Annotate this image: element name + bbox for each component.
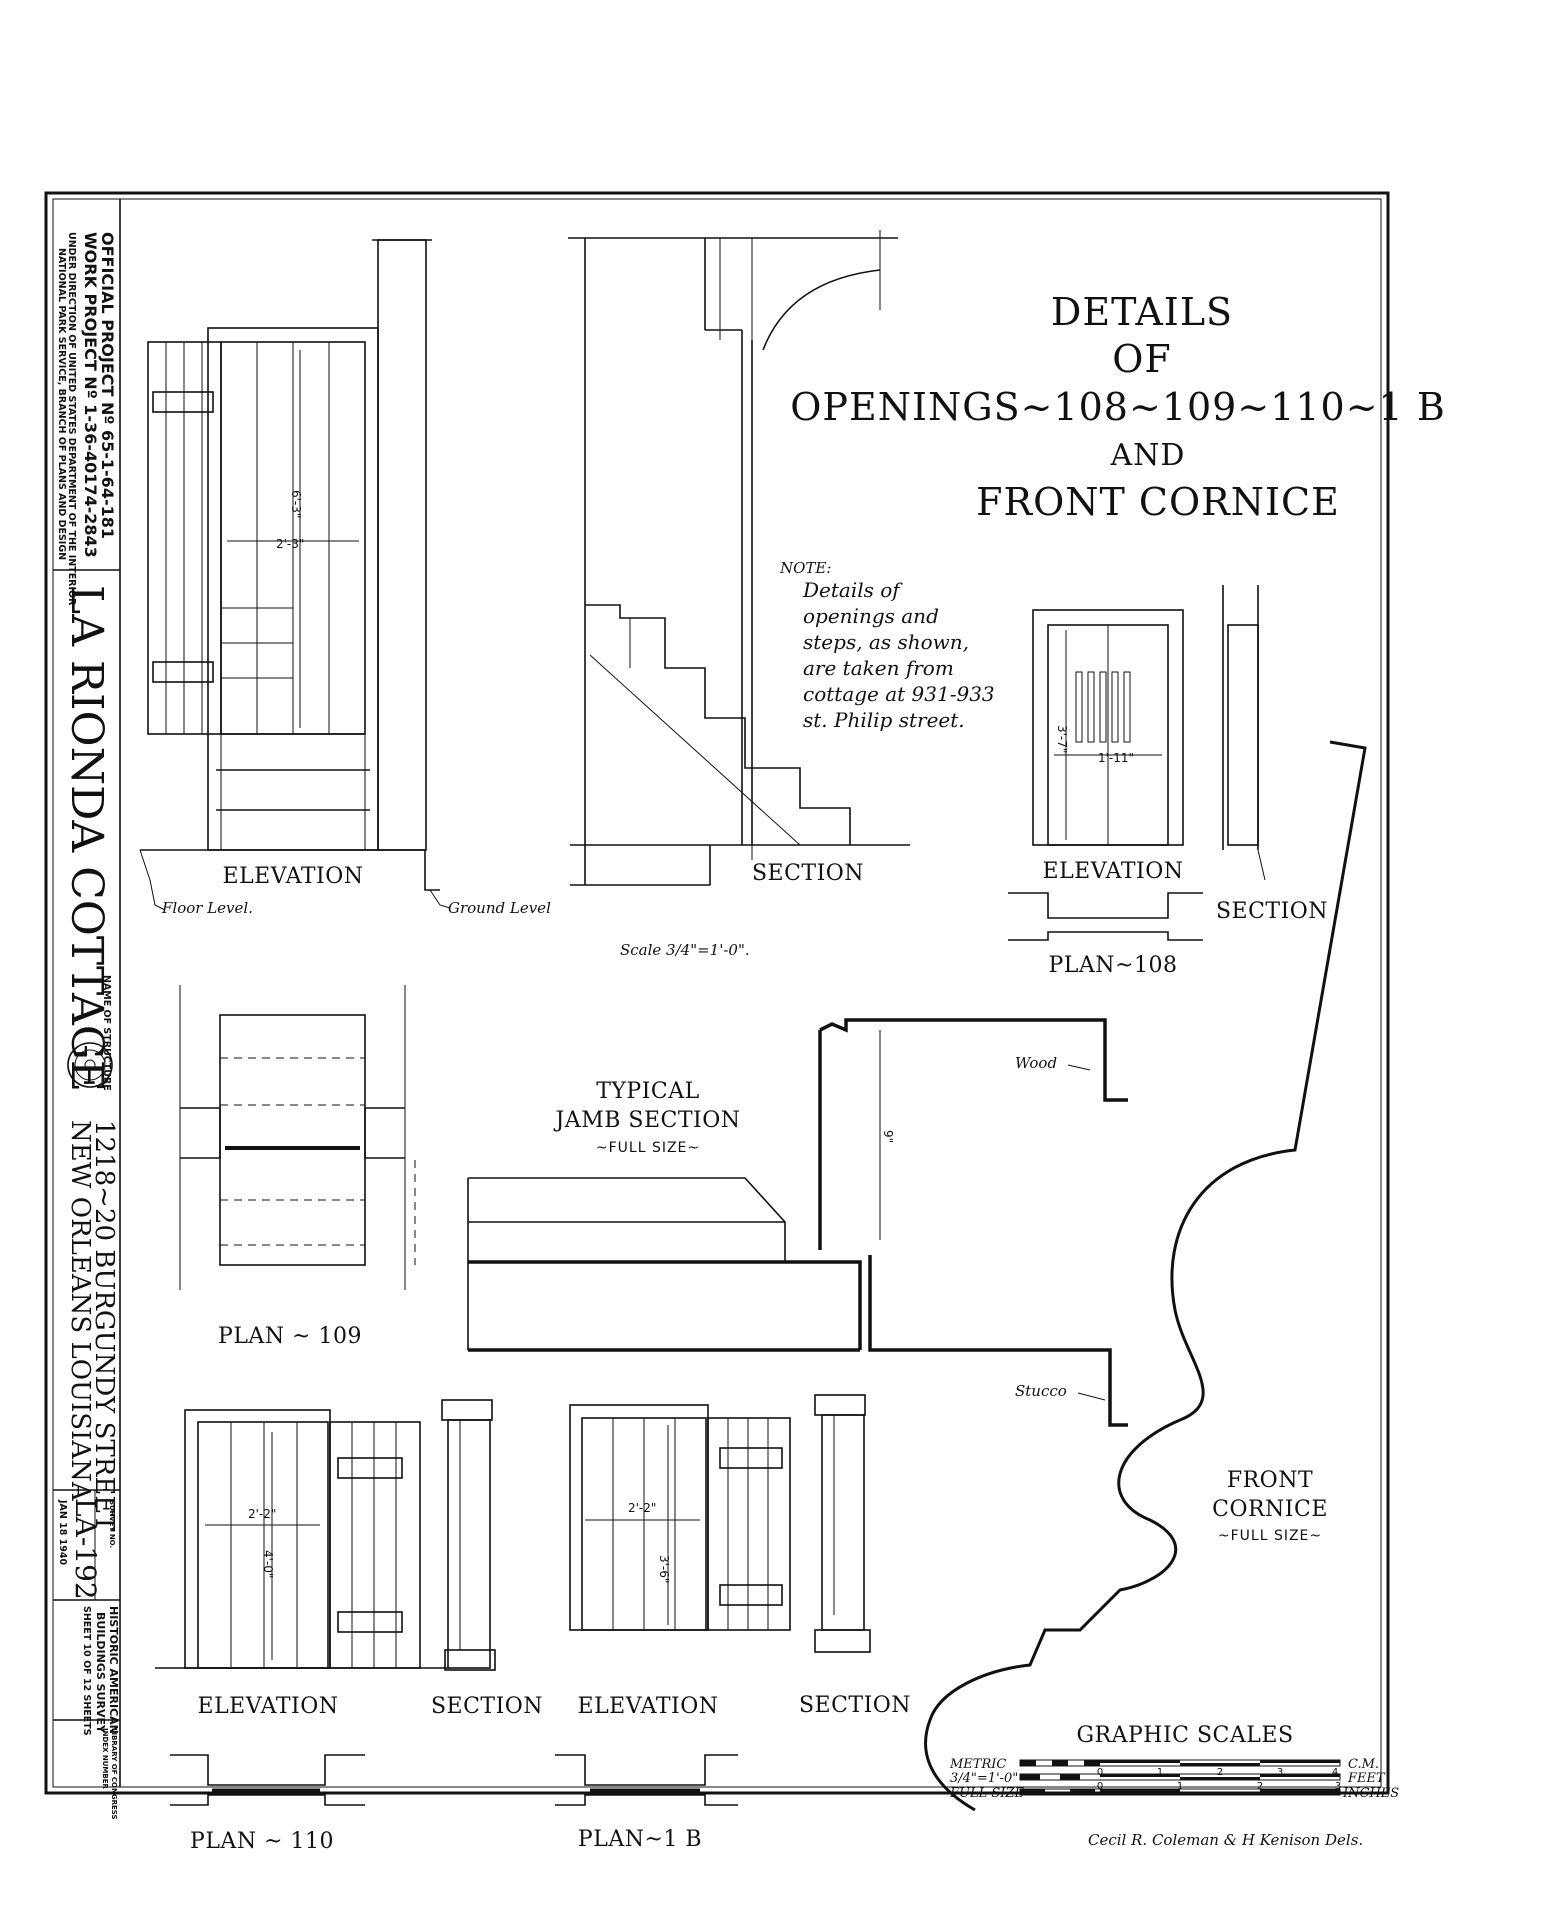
label-graphic-scales: GRAPHIC SCALES	[1076, 1723, 1293, 1748]
jamb-section-drawing: 9"	[467, 1018, 1128, 1427]
elevation-1b: 2'-2" 3'-6"	[569, 1404, 791, 1631]
sheet-number: SHEET 10 OF 12 SHEETS	[81, 1606, 92, 1736]
scale-feet-tick-2: 2	[1257, 1781, 1263, 1792]
scale-full-unit: INCHES	[1342, 1786, 1399, 1801]
plan-1b-drawing	[555, 1754, 738, 1806]
habs-line-2: BUILDINGS SURVEY	[94, 1612, 107, 1734]
scale-metric-unit: C.M.	[1348, 1757, 1379, 1772]
label-section-1b: SECTION	[799, 1693, 911, 1718]
label-front-cornice-size: ~FULL SIZE~	[1218, 1528, 1322, 1544]
survey-no-label: SURVEY NO.	[108, 1500, 116, 1548]
scale-feet-label: 3/4"=1'-0"	[950, 1771, 1018, 1786]
label-plan-108: PLAN~108	[1049, 953, 1178, 978]
scale-full-label: FULL SIZE	[949, 1786, 1024, 1801]
scale-metric-tick-1: 1	[1157, 1767, 1163, 1778]
note-line-2: openings and	[803, 604, 939, 628]
sheet-title: DETAILS OF OPENINGS~108~109~110~1 B AND …	[790, 290, 1446, 524]
name-of-structure-label: NAME OF STRUCTURE	[101, 975, 112, 1091]
dim-110-width: 2'-2"	[248, 1507, 276, 1521]
sheet-border	[44, 191, 1390, 1795]
label-plan-109: PLAN ~ 109	[218, 1324, 362, 1349]
label-plan-1b: PLAN~1 B	[578, 1827, 702, 1852]
label-section-110: SECTION	[431, 1694, 543, 1719]
structure-name: LA RIONDA COTTAGE	[61, 585, 112, 1092]
scale-feet-tick-1: 1	[1177, 1781, 1183, 1792]
loc-line-1: LIBRARY OF CONGRESS	[110, 1728, 118, 1820]
scale-metric-tick-2: 2	[1217, 1767, 1223, 1778]
label-stucco: Stucco	[1015, 1382, 1067, 1400]
label-elevation-110: ELEVATION	[198, 1694, 339, 1719]
label-front-cornice-2: CORNICE	[1212, 1497, 1328, 1522]
label-typical-jamb-2: JAMB SECTION	[553, 1108, 740, 1133]
title-line-1: DETAILS	[1051, 290, 1233, 334]
title-block: OFFICIAL PROJECT Nº 65-1-64-181 WORK PRO…	[53, 199, 121, 1820]
scale-metric-label: METRIC	[949, 1757, 1006, 1772]
loc-line-2: INDEX NUMBER	[101, 1728, 109, 1790]
note-line-6: st. Philip street.	[803, 708, 965, 732]
habs-line-1: HISTORIC AMERICAN	[107, 1606, 120, 1734]
note-heading: NOTE:	[779, 559, 831, 577]
title-line-4: AND	[1110, 438, 1186, 473]
label-typical-jamb-size: ~FULL SIZE~	[596, 1140, 700, 1156]
elevation-110: 2'-2" 4'-0"	[155, 1409, 450, 1669]
habs-seal-icon	[67, 1042, 113, 1088]
label-floor-level: Floor Level.	[161, 899, 253, 917]
scale-feet-tick-0: 0	[1097, 1781, 1103, 1792]
delineators: Cecil R. Coleman & H Kenison Dels.	[1088, 1831, 1363, 1849]
address-line-1: 1218~20 BURGUNDY STREET	[89, 1120, 119, 1532]
scale-metric-tick-3: 3	[1277, 1767, 1283, 1778]
survey-number: LA-192	[69, 1498, 102, 1600]
plan-108-drawing	[1008, 892, 1203, 941]
dim-110-height: 4'-0"	[261, 1550, 275, 1578]
dim-1b-width: 2'-2"	[628, 1501, 656, 1515]
section-110	[441, 1399, 496, 1671]
dim-1b-height: 3'-6"	[657, 1555, 671, 1583]
section-1b	[814, 1394, 871, 1653]
title-line-5: FRONT CORNICE	[976, 480, 1340, 524]
note-line-3: steps, as shown,	[803, 630, 969, 654]
label-section-108: SECTION	[1216, 899, 1328, 924]
note-line-5: cottage at 931-933	[803, 682, 995, 706]
under-direction-text: UNDER DIRECTION OF UNITED STATES DEPARTM…	[66, 232, 77, 606]
label-elevation-top-left: ELEVATION	[223, 864, 364, 889]
national-park-text: NATIONAL PARK SERVICE, BRANCH OF PLANS A…	[56, 248, 67, 560]
plan-110-drawing	[170, 1754, 365, 1806]
label-elevation-108: ELEVATION	[1043, 859, 1184, 884]
dim-108-width: 1'-11"	[1098, 751, 1134, 765]
label-scale-note: Scale 3/4"=1'-0".	[620, 941, 750, 959]
graphic-scales-bars: METRIC 3/4"=1'-0" FULL SIZE 0 1 2 3 4 0 …	[949, 1757, 1399, 1801]
label-ground-level: Ground Level	[448, 899, 551, 917]
elevation-108: 3'-7" 1'-11"	[1032, 609, 1184, 846]
dim-door-width: 2'-3"	[276, 537, 304, 551]
label-front-cornice-1: FRONT	[1227, 1468, 1313, 1493]
label-section-top-mid: SECTION	[752, 861, 864, 886]
work-project-text: WORK PROJECT Nº 1-36-40174-2843	[81, 232, 100, 558]
elevation-door-top-left: 6'-3" 2'-3"	[139, 239, 451, 911]
front-cornice-profile	[924, 740, 1367, 1812]
dim-door-height: 6'-3"	[289, 490, 303, 518]
note-line-4: are taken from	[803, 656, 954, 680]
scale-feet-unit: FEET	[1347, 1771, 1386, 1786]
label-wood: Wood	[1015, 1054, 1057, 1072]
section-stair-top-mid	[568, 230, 910, 886]
title-line-2: OF	[1112, 337, 1172, 381]
scale-metric-tick-0: 0	[1097, 1767, 1103, 1778]
sheet-date: JAN 18 1940	[57, 1499, 68, 1566]
scale-metric-tick-4: 4	[1332, 1767, 1338, 1778]
plan-109-drawing	[179, 985, 416, 1290]
note: NOTE: Details of openings and steps, as …	[779, 559, 995, 732]
note-line-1: Details of	[802, 578, 903, 602]
scale-feet-tick-3: 3	[1335, 1781, 1341, 1792]
section-108	[1222, 585, 1266, 881]
address-line-2: NEW ORLEANS LOUISIANA	[65, 1120, 95, 1502]
official-project-text: OFFICIAL PROJECT Nº 65-1-64-181	[98, 232, 117, 539]
dim-108-height: 3'-7"	[1055, 725, 1069, 753]
title-line-3: OPENINGS~108~109~110~1 B	[790, 385, 1446, 429]
dim-jamb-depth: 9"	[881, 1130, 895, 1143]
label-typical-jamb-1: TYPICAL	[596, 1079, 700, 1104]
label-plan-110: PLAN ~ 110	[190, 1829, 334, 1854]
label-elevation-1b: ELEVATION	[578, 1694, 719, 1719]
